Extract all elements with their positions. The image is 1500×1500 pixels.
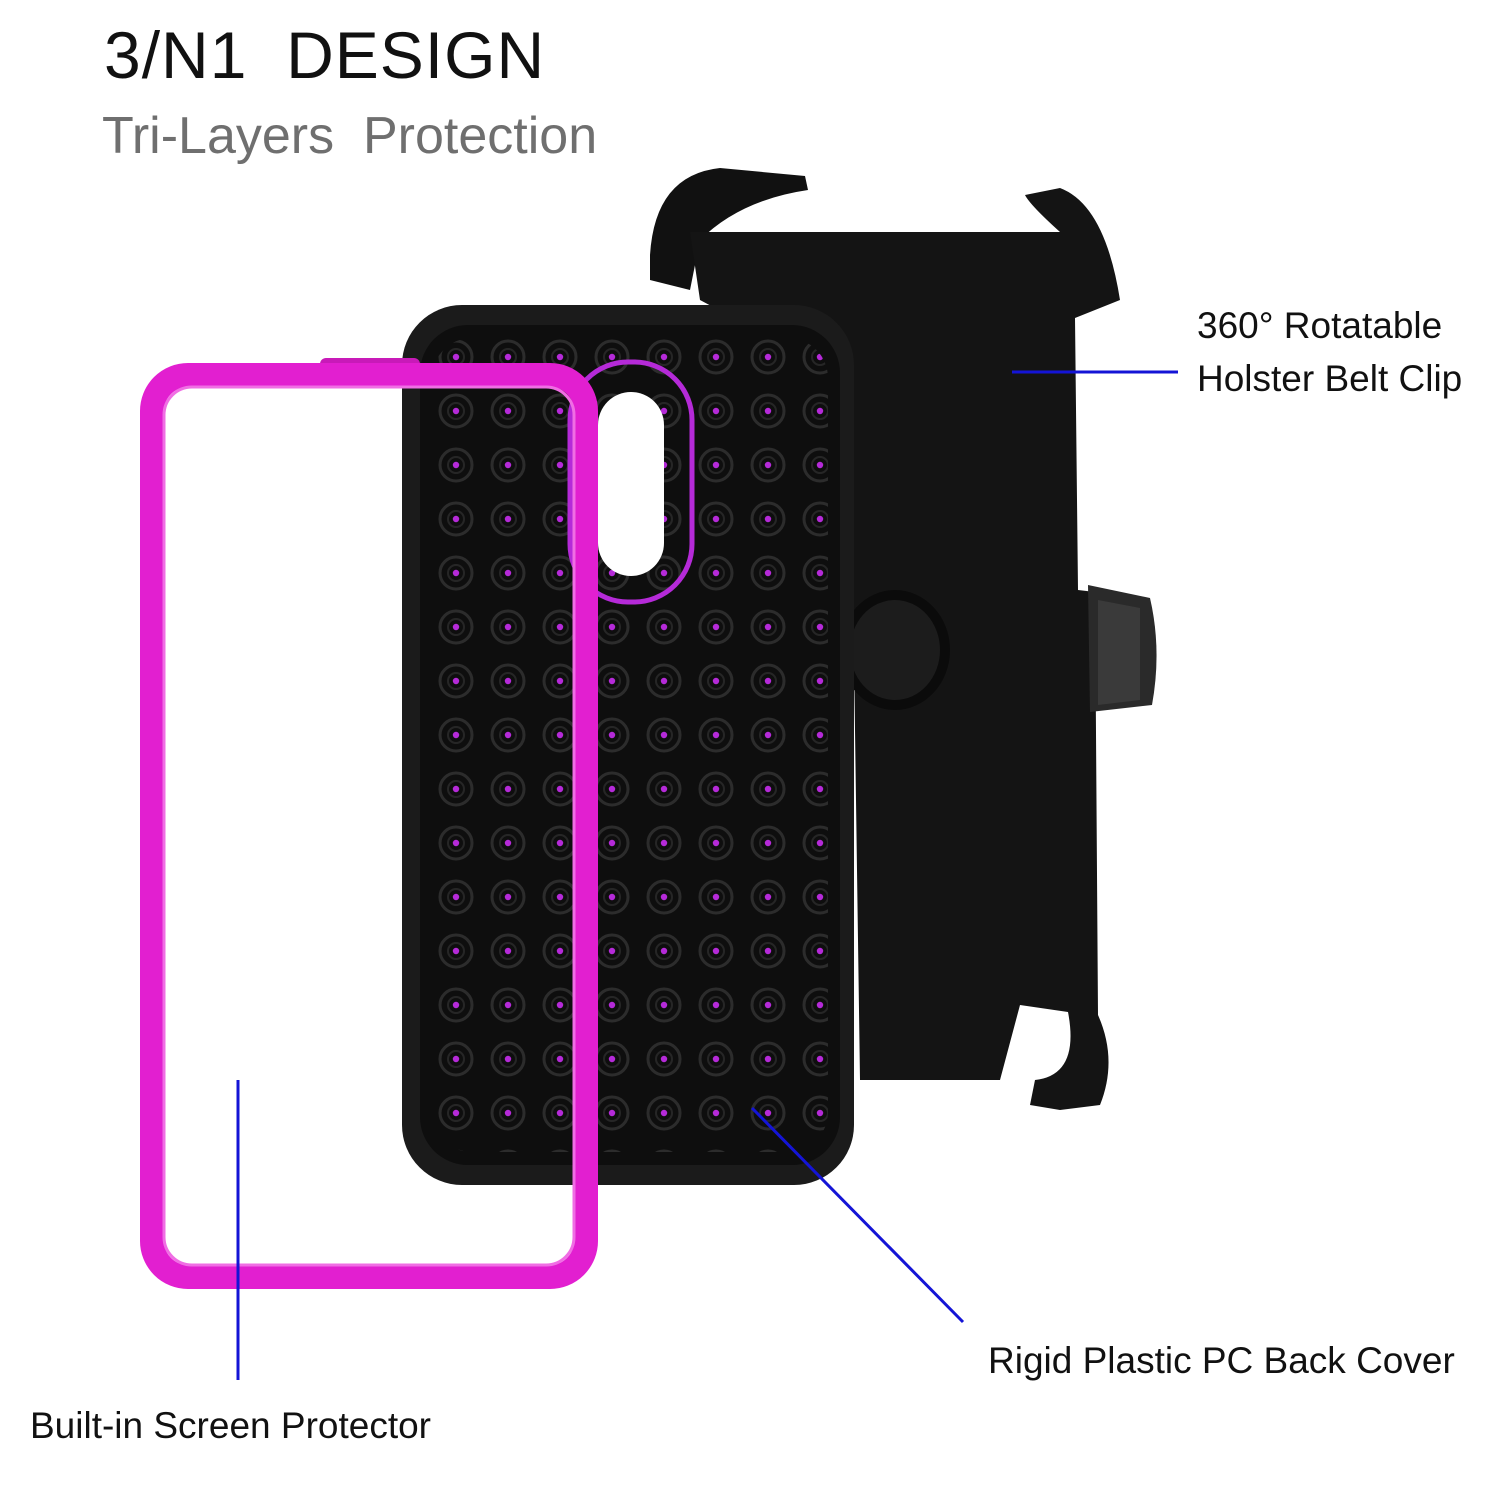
page-title: 3/N1 DESIGN	[104, 18, 546, 92]
screen-protector-callout: Built-in Screen Protector	[30, 1405, 432, 1446]
page-subtitle: Tri-Layers Protection	[102, 107, 598, 165]
back-cover-callout: Rigid Plastic PC Back Cover	[988, 1340, 1455, 1381]
clip-callout: 360° Rotatable Holster Belt Clip	[1197, 300, 1462, 405]
holster-belt-clip	[650, 168, 1157, 1110]
rigid-back-cover	[402, 305, 854, 1185]
clip-callout-line1: 360° Rotatable	[1197, 305, 1443, 346]
clip-callout-line2: Holster Belt Clip	[1197, 357, 1463, 399]
screen-protector-frame	[140, 358, 598, 1289]
back-cover-pointer-line	[750, 1106, 965, 1324]
